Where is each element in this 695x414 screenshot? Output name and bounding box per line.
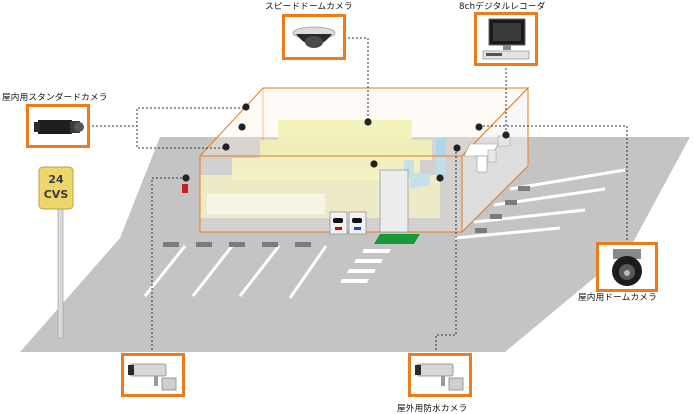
dome-camera-icon	[612, 249, 642, 286]
digital-recorder-box	[474, 12, 538, 66]
outdoor-camera-box-right	[408, 353, 472, 397]
label-indoor-standard-camera: 屋内用スタンダードカメラ	[2, 93, 108, 103]
crosswalk	[340, 249, 391, 283]
label-indoor-dome-camera: 屋内用ドームカメラ	[578, 293, 657, 303]
label-outdoor-waterproof-camera: 屋外用防水カメラ	[397, 404, 468, 414]
entrance-mat	[374, 234, 420, 244]
label-digital-recorder: 8chデジタルレコーダ	[459, 2, 546, 12]
box-camera-icon	[34, 120, 84, 134]
dvr-icon	[482, 18, 530, 60]
waterproof-camera-icon	[128, 363, 177, 391]
parking-lines	[143, 168, 626, 299]
curb-stops	[163, 186, 530, 247]
waterproof-camera-icon	[415, 363, 464, 391]
sign-line-2: CVS	[43, 188, 69, 201]
speed-dome-camera-box	[282, 14, 346, 60]
label-speed-dome-camera: スピードドームカメラ	[265, 2, 353, 12]
indoor-standard-camera-box	[26, 104, 90, 148]
camera-markers	[182, 103, 510, 182]
vending-machines	[329, 211, 367, 235]
sign-line-1: 24	[48, 173, 64, 186]
leader-lines	[92, 37, 628, 352]
speed-dome-camera-icon	[292, 26, 336, 48]
outdoor-wall-camera	[182, 184, 188, 193]
outdoor-camera-box-left	[121, 353, 185, 397]
store-sign	[38, 166, 74, 339]
indoor-dome-camera-box	[596, 242, 658, 292]
entrance-door	[379, 169, 409, 233]
